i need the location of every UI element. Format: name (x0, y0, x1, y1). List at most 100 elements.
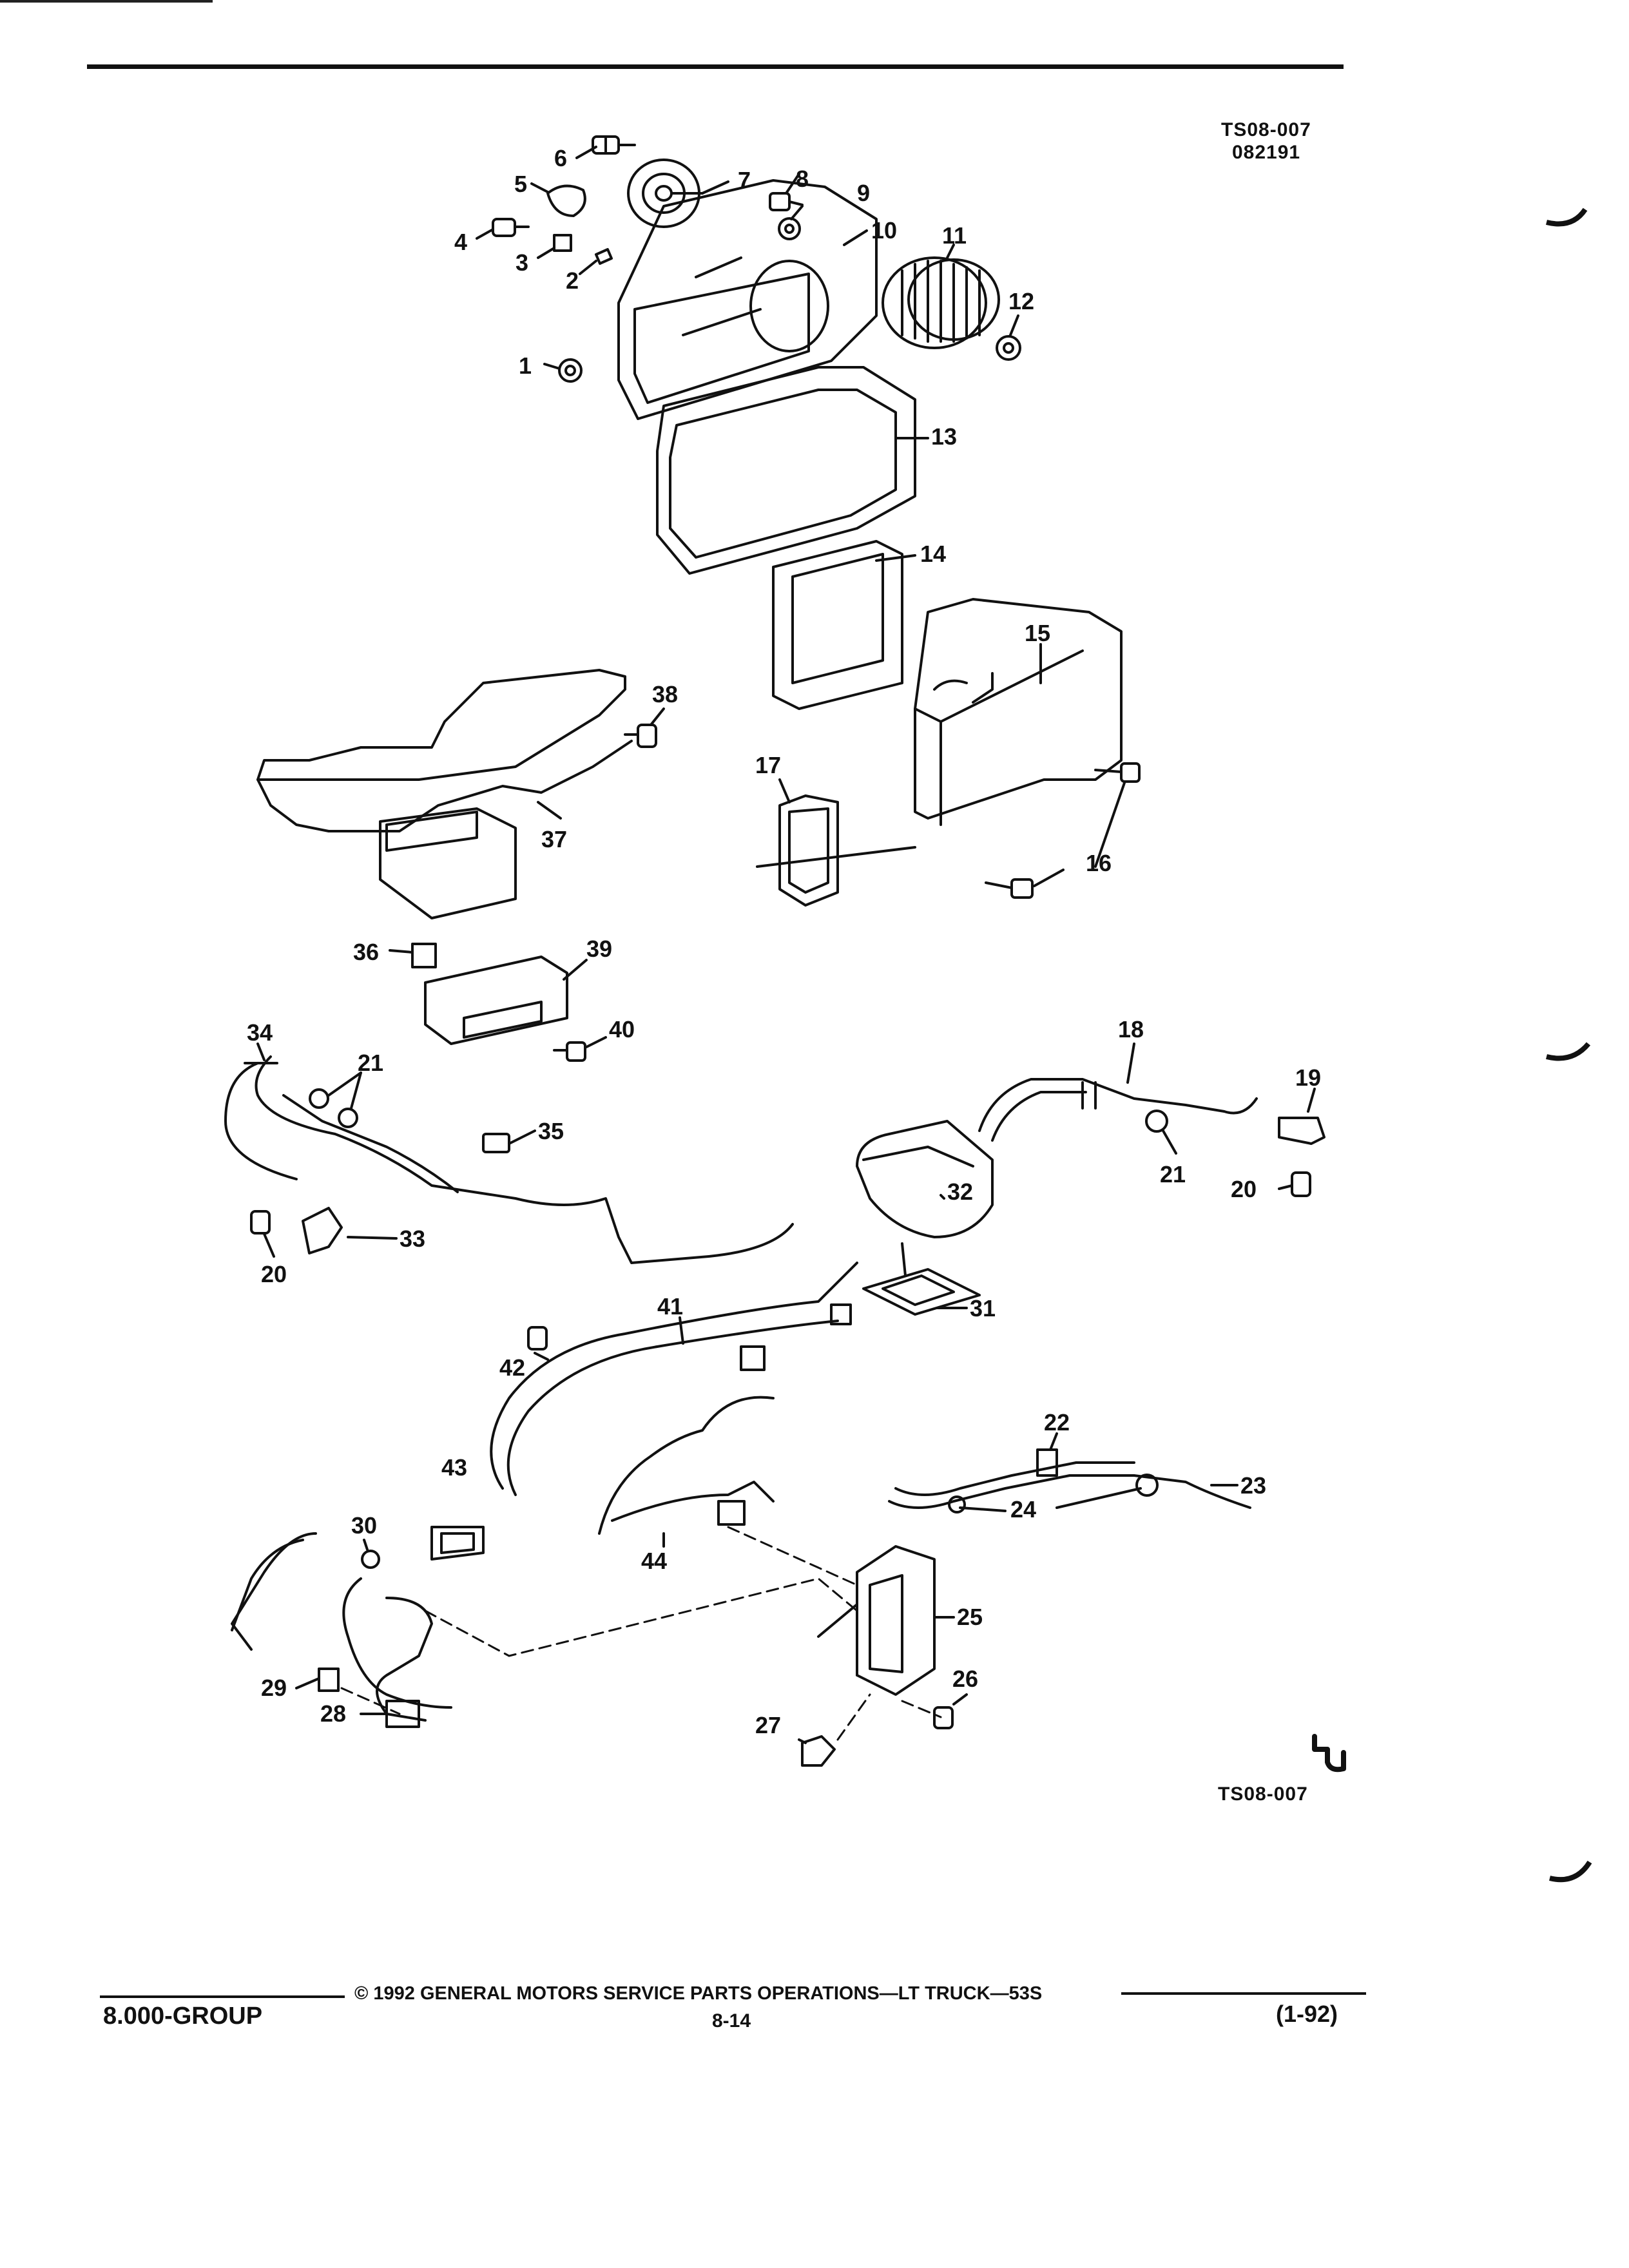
footer-group: 8.000-GROUP (103, 2003, 263, 2030)
callout-25: 25 (957, 1604, 983, 1630)
callout-36: 36 (353, 939, 379, 965)
part-26-screw (933, 1706, 954, 1729)
callout-32: 32 (947, 1178, 973, 1205)
callout-21-a: 21 (358, 1050, 383, 1076)
dashed-leaders (340, 1526, 942, 1741)
footer-rule-right (1121, 1992, 1366, 1995)
callout-11: 11 (942, 222, 967, 249)
part-13-gasket (656, 366, 916, 575)
callout-41: 41 (657, 1293, 683, 1320)
part-40-screw (553, 1041, 586, 1062)
part-7-blower-motor (627, 159, 704, 228)
part-37-defroster-duct (256, 669, 633, 919)
callout-26: 26 (952, 1666, 978, 1692)
part-31-seal (862, 1268, 981, 1316)
callout-5: 5 (514, 171, 527, 197)
footer-copyright: © 1992 GENERAL MOTORS SERVICE PARTS OPER… (354, 1983, 1043, 2004)
callout-22: 22 (1044, 1409, 1070, 1436)
callout-6: 6 (554, 145, 567, 171)
part-21-clamps (309, 1088, 1168, 1133)
part-19-elbow (1278, 1117, 1325, 1145)
part-5-clip (546, 184, 586, 217)
callout-18: 18 (1118, 1016, 1144, 1043)
callout-2: 2 (566, 267, 579, 294)
callout-33: 33 (400, 1225, 425, 1252)
callout-14: 14 (920, 541, 946, 567)
callout-24: 24 (1010, 1496, 1036, 1523)
callout-44: 44 (641, 1548, 667, 1574)
callout-labels: 1 2 3 4 5 6 7 8 9 10 11 12 13 14 15 16 1… (247, 145, 1321, 1738)
part-25-control-module (817, 1545, 936, 1696)
part-34-heater-hose (224, 1055, 794, 1264)
callout-4: 4 (454, 229, 467, 255)
part-12-nut (996, 335, 1021, 361)
callout-8: 8 (796, 166, 809, 192)
part-8-screw (769, 192, 804, 211)
callout-39: 39 (586, 936, 612, 962)
callout-10: 10 (871, 217, 897, 244)
part-35-clip (482, 1133, 510, 1153)
part-3-nut (553, 234, 572, 252)
part-16-screws (985, 762, 1141, 899)
logo-mark (1312, 1734, 1346, 1773)
callout-43: 43 (441, 1454, 467, 1481)
part-11-blower-fan (882, 256, 1000, 349)
part-17-seal (778, 794, 839, 907)
part-33-valve (302, 1207, 343, 1254)
part-41-44-wiring-harness (490, 1262, 858, 1535)
callout-30: 30 (351, 1512, 377, 1539)
callout-20-left: 20 (261, 1261, 287, 1287)
part-39-control (424, 956, 568, 1045)
callout-3: 3 (516, 249, 528, 276)
figure-footer-code: TS08-007 (1218, 1783, 1308, 1805)
callout-34: 34 (247, 1019, 273, 1046)
part-36-clip (411, 943, 437, 968)
part-18-hose (978, 1078, 1258, 1142)
part-10-blower-housing (617, 179, 878, 420)
part-42-screw (527, 1326, 548, 1350)
part-9-nut (778, 217, 801, 240)
callout-9: 9 (857, 180, 870, 206)
part-43-grommet (430, 1526, 485, 1561)
callout-31: 31 (970, 1295, 996, 1321)
part-20-screw-right (1291, 1171, 1311, 1197)
callout-19: 19 (1295, 1064, 1321, 1091)
part-20-screw-left (250, 1210, 271, 1235)
top-rule (87, 64, 1344, 69)
callout-23: 23 (1240, 1472, 1266, 1499)
part-6-screw (592, 135, 636, 155)
callout-37: 37 (541, 826, 567, 852)
callout-21-b: 21 (1160, 1161, 1186, 1187)
part-15-heater-case (914, 598, 1123, 826)
callout-29: 29 (261, 1675, 287, 1701)
top-rule-short (0, 0, 213, 3)
callout-35: 35 (538, 1118, 564, 1144)
callout-38: 38 (652, 681, 678, 707)
callout-40: 40 (609, 1016, 635, 1043)
figure-code: TS08-007 (1221, 119, 1311, 140)
callout-16: 16 (1086, 850, 1112, 876)
callout-15: 15 (1025, 620, 1050, 646)
figure-date: 082191 (1232, 142, 1301, 163)
footer-revision: (1-92) (1276, 2001, 1338, 2027)
callout-42: 42 (499, 1354, 525, 1381)
callout-20-right: 20 (1231, 1176, 1257, 1202)
part-1-nut (558, 358, 583, 383)
part-32-duct (856, 1120, 994, 1238)
part-38-screw (624, 724, 657, 748)
callout-13: 13 (931, 423, 957, 450)
part-14-seal (772, 540, 903, 710)
footer-page-number: 8-14 (712, 2010, 751, 2032)
part-27-clip (801, 1735, 836, 1767)
callout-28: 28 (320, 1700, 346, 1727)
callout-1: 1 (519, 352, 532, 379)
callout-27: 27 (755, 1712, 781, 1738)
callout-7: 7 (738, 167, 751, 193)
part-4-screw (492, 218, 530, 237)
footer-rule-left (100, 1995, 345, 1998)
part-28-30-harness (231, 1532, 452, 1728)
callout-12: 12 (1008, 288, 1034, 314)
